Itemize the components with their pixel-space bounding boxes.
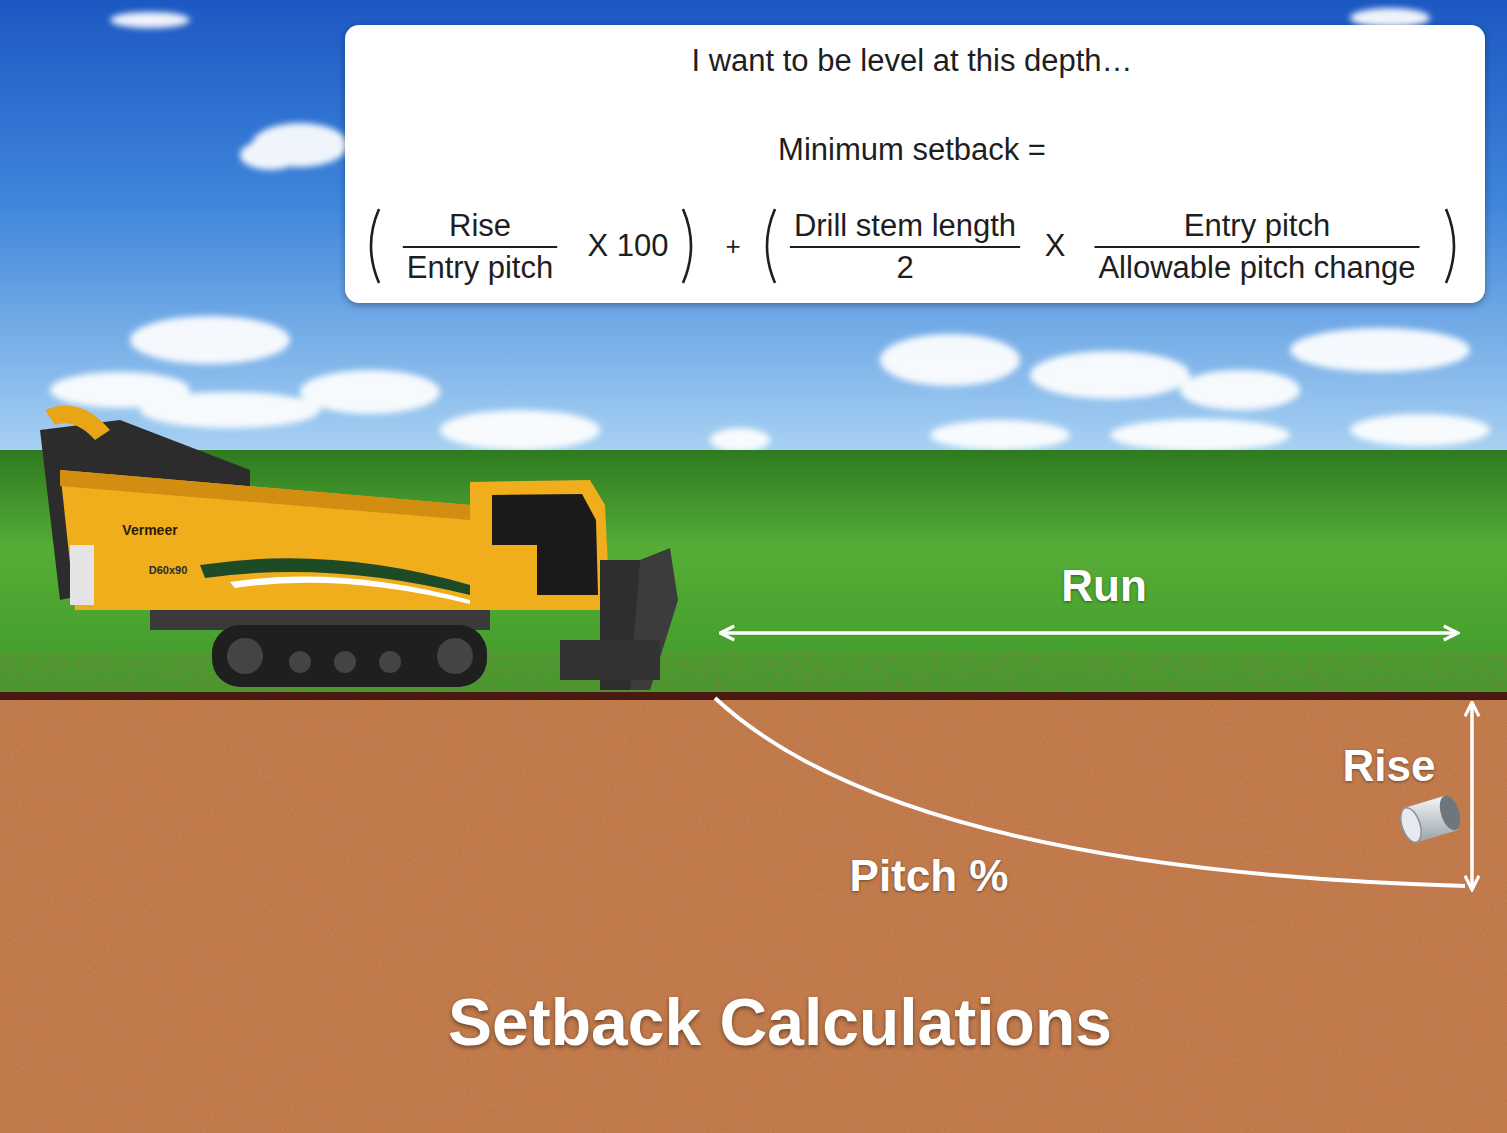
cab — [470, 480, 610, 610]
cloud — [140, 392, 320, 428]
pipe — [1397, 793, 1464, 845]
fraction-bar — [1094, 246, 1419, 248]
dimension-label: Rise — [1343, 742, 1436, 790]
cloud — [1180, 370, 1300, 410]
pipe-end — [1436, 793, 1464, 833]
cloud — [930, 420, 1070, 450]
formula-heading: Minimum setback = — [778, 133, 1046, 167]
wheel — [379, 651, 401, 673]
bore-path — [715, 698, 1465, 886]
dimension-label: Run — [1061, 562, 1147, 610]
cab-window — [492, 494, 598, 595]
cloud — [710, 428, 770, 452]
cloud — [880, 334, 1020, 386]
cloud — [110, 12, 190, 28]
operator: + — [725, 232, 740, 261]
cloud — [240, 140, 300, 170]
wheel — [289, 651, 311, 673]
cloud — [1290, 328, 1470, 372]
wheel — [437, 638, 473, 674]
track — [212, 625, 487, 687]
drill-machine — [40, 406, 678, 691]
machine-body — [60, 470, 480, 610]
cab-door-panel — [492, 545, 537, 595]
brand-name: Vermeer — [122, 523, 177, 538]
angle-label: Pitch % — [850, 852, 1009, 900]
parenthesis — [371, 209, 379, 283]
cloud — [1110, 419, 1290, 451]
front-frame — [560, 640, 660, 680]
grass — [0, 450, 1507, 696]
denominator: Entry pitch — [407, 251, 553, 285]
numerator: Rise — [449, 209, 511, 243]
clouds — [50, 8, 1490, 452]
wheel — [227, 638, 263, 674]
soil-texture — [0, 696, 1507, 1133]
body-stripe — [200, 558, 470, 595]
pipe-end — [1397, 805, 1425, 845]
multiplier: X 100 — [587, 229, 668, 263]
fraction-bar — [790, 246, 1020, 248]
parenthesis — [767, 209, 775, 283]
body-stripe — [230, 576, 470, 604]
rise-arrow — [1470, 704, 1474, 888]
slide-title: Setback Calculations — [448, 986, 1112, 1059]
numerator: Drill stem length — [794, 209, 1016, 243]
loader-arm — [45, 406, 110, 441]
soil — [0, 696, 1507, 1133]
fraction-bar — [403, 246, 557, 248]
formula-box: I want to be level at this depth… Minimum… — [345, 25, 1485, 303]
body-top — [60, 470, 470, 520]
formula-intro: I want to be level at this depth… — [691, 44, 1132, 78]
cloud — [130, 316, 290, 364]
sky — [0, 0, 1507, 455]
denominator: Allowable pitch change — [1098, 251, 1415, 285]
panel — [70, 545, 94, 605]
cloud — [1350, 414, 1490, 446]
ground-line — [0, 692, 1507, 700]
model-number: D60x90 — [149, 564, 188, 576]
track-wheels — [227, 638, 473, 674]
wheel — [334, 651, 356, 673]
operator: X — [1045, 229, 1066, 263]
parenthesis — [683, 209, 691, 283]
parenthesis — [1446, 209, 1454, 283]
run-arrow — [722, 631, 1456, 635]
cloud — [1030, 351, 1190, 399]
numerator: Entry pitch — [1184, 209, 1330, 243]
denominator: 2 — [896, 251, 913, 285]
cloud — [440, 410, 600, 450]
cloud — [300, 370, 440, 414]
